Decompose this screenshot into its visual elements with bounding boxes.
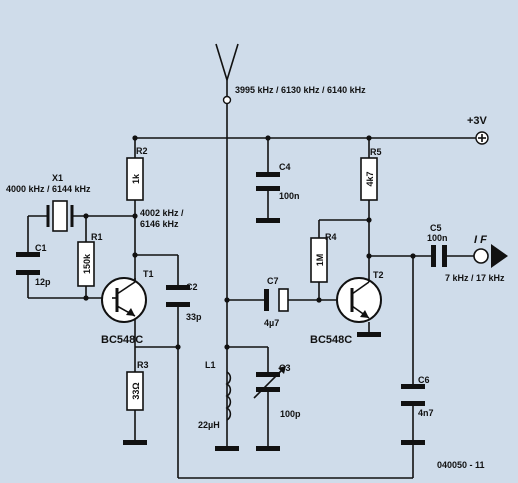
- ground-symbol-l1: [215, 446, 239, 451]
- ground-symbol-c4: [256, 218, 280, 223]
- r1-name: R1: [91, 232, 103, 242]
- c5-name: C5: [430, 223, 442, 233]
- r5-value: 4k7: [365, 171, 375, 186]
- supply-terminal-icon: [475, 131, 489, 145]
- c1-name: C1: [35, 243, 47, 253]
- r2-value: 1k: [131, 173, 141, 184]
- x1-frequency: 4000 kHz / 6144 kHz: [6, 184, 91, 194]
- ground-symbol-c6: [401, 440, 425, 445]
- r4-value: 1M: [315, 254, 325, 267]
- c4-value: 100n: [279, 191, 300, 201]
- resistor-r2: [126, 157, 144, 201]
- c3-name: C3: [279, 363, 291, 373]
- r5-name: R5: [370, 147, 382, 157]
- c7-value: 4µ7: [264, 318, 279, 328]
- output-arrow-icon: [491, 244, 508, 268]
- t2-name: T2: [373, 270, 384, 280]
- r3-value: 33Ω: [131, 382, 141, 399]
- r2-name: R2: [136, 146, 148, 156]
- antenna-icon: [215, 43, 239, 105]
- wires: [27, 100, 478, 479]
- c6-value: 4n7: [418, 408, 434, 418]
- c2-name: C2: [186, 282, 198, 292]
- ground-symbol-t2: [357, 332, 381, 337]
- r1-value: 150k: [82, 253, 92, 274]
- c3-value: 100p: [280, 409, 301, 419]
- c4-name: C4: [279, 162, 291, 172]
- capacitor-c1: [16, 252, 40, 275]
- t1-name: T1: [143, 269, 154, 279]
- resistor-r3: [126, 371, 144, 411]
- capacitor-c6: [401, 384, 425, 406]
- figure-code: 040050 - 11: [437, 460, 485, 470]
- ground-symbol-c3: [256, 446, 280, 451]
- crystal-x1: [46, 200, 74, 232]
- x1-name: X1: [52, 173, 63, 183]
- c1-value: 12p: [35, 277, 51, 287]
- capacitor-c5: [431, 245, 447, 267]
- supply-voltage-label: +3V: [467, 115, 488, 127]
- t2-type: BC548C: [310, 334, 352, 346]
- transistor-t1: [101, 277, 147, 323]
- ground-symbol-r3: [123, 440, 147, 445]
- output-terminal-icon: [473, 248, 489, 264]
- capacitor-c4: [256, 172, 280, 191]
- c5-value: 100n: [427, 233, 448, 243]
- c7-name: C7: [267, 276, 279, 286]
- resistor-r5: [360, 157, 378, 201]
- inductor-l1: [225, 371, 232, 421]
- variable-capacitor-c3: [253, 366, 286, 399]
- resistor-r4: [310, 237, 328, 283]
- osc-frequency-line1: 4002 kHz /: [140, 208, 184, 218]
- r3-name: R3: [137, 360, 149, 370]
- l1-name: L1: [205, 360, 216, 370]
- c6-name: C6: [418, 375, 430, 385]
- resistor-r1: [77, 241, 95, 287]
- r4-name: R4: [325, 232, 337, 242]
- junction-dots: [83, 135, 416, 350]
- antenna-frequency-label: 3995 kHz / 6130 kHz / 6140 kHz: [235, 85, 366, 95]
- transistor-t2: [336, 276, 382, 323]
- t1-type: BC548C: [101, 334, 143, 346]
- capacitor-c7: [264, 288, 289, 312]
- capacitor-c2: [166, 285, 190, 307]
- output-label: I F: [474, 234, 487, 246]
- output-frequency: 7 kHz / 17 kHz: [445, 273, 505, 283]
- l1-value: 22µH: [198, 420, 220, 430]
- c2-value: 33p: [186, 312, 202, 322]
- osc-frequency-line2: 6146 kHz: [140, 219, 179, 229]
